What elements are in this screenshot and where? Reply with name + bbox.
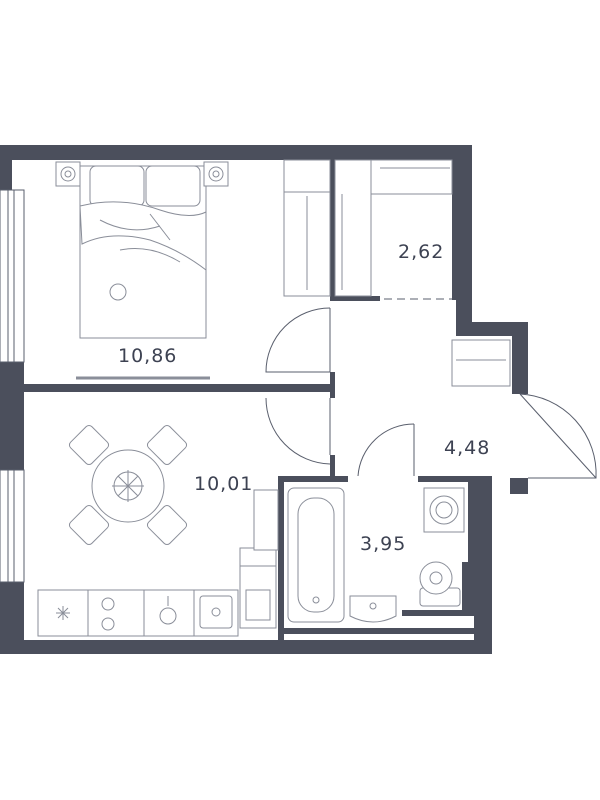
door-entrance bbox=[519, 393, 597, 479]
door-living bbox=[265, 397, 331, 465]
room-area-bathroom: 3,95 bbox=[360, 533, 406, 555]
room-area-wardrobe: 2,62 bbox=[398, 241, 444, 263]
chair-bottom-left bbox=[68, 504, 110, 546]
window-left-bottom bbox=[0, 469, 25, 583]
washing-machine-kitchen bbox=[239, 547, 277, 629]
toilet bbox=[419, 561, 461, 607]
door-bathroom bbox=[357, 423, 415, 477]
window-left-top bbox=[0, 189, 25, 363]
washing-machine-bathroom bbox=[423, 487, 465, 533]
living-shelf bbox=[253, 489, 279, 551]
bed bbox=[79, 165, 207, 339]
walls bbox=[0, 145, 528, 654]
room-area-hallway: 4,48 bbox=[444, 437, 490, 459]
dining-table bbox=[91, 449, 165, 523]
room-area-kitchen-living: 10,01 bbox=[194, 473, 253, 495]
nightstand-left bbox=[55, 161, 81, 187]
chair-top-right bbox=[146, 424, 188, 466]
chair-top-left bbox=[68, 424, 110, 466]
wardrobe-shelving bbox=[334, 159, 453, 297]
chair-bottom-right bbox=[146, 504, 188, 546]
bathroom-sink bbox=[349, 595, 397, 623]
kitchen-counter bbox=[37, 589, 239, 637]
door-bedroom bbox=[265, 307, 331, 373]
bedroom-closet bbox=[283, 159, 331, 297]
nightstand-right bbox=[203, 161, 229, 187]
room-area-bedroom: 10,86 bbox=[118, 345, 177, 367]
bathtub bbox=[287, 487, 345, 623]
hallway-shoe-rack bbox=[451, 339, 511, 387]
